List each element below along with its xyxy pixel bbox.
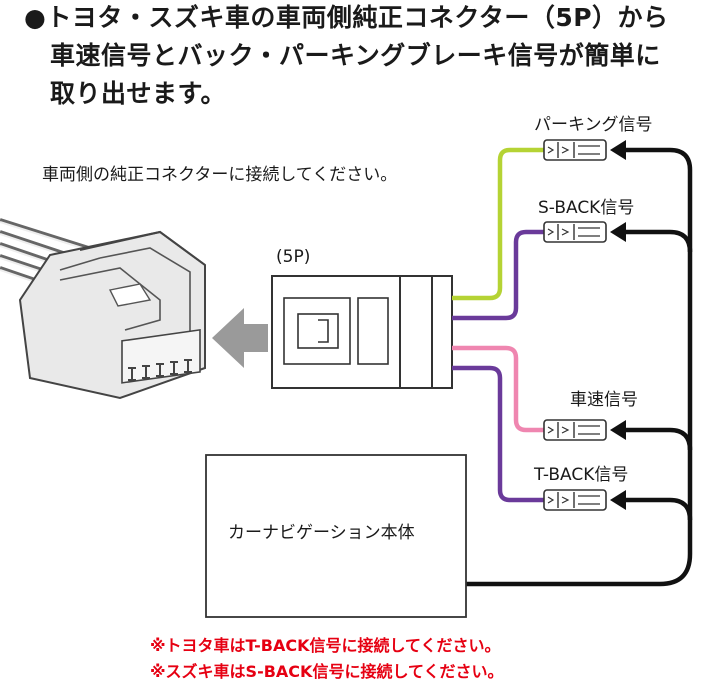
header-line-1: ●トヨタ・スズキ車の車両側純正コネクター（5P）から — [24, 3, 669, 32]
speed-signal-label: 車速信号 — [570, 390, 638, 410]
s-back-signal-label: S-BACK信号 — [538, 198, 635, 218]
terminal-icon — [543, 489, 607, 511]
note-suzuki: ※スズキ車はS-BACK信号に接続してください。 — [150, 662, 504, 681]
navi-unit-box — [205, 454, 467, 618]
parking-signal-label: パーキング信号 — [534, 115, 653, 135]
bullet: ● — [24, 3, 47, 32]
arrow-left-icon — [212, 308, 268, 368]
wire-speed — [452, 345, 544, 433]
terminal-icon — [543, 139, 607, 161]
header-line-3: 取り出せます。 — [50, 79, 227, 108]
navi-return-wires — [465, 147, 693, 587]
arrow-head-icon — [610, 140, 626, 510]
wire-s-back — [452, 229, 544, 321]
header-line-2: 車速信号とバック・パーキングブレーキ信号が簡単に — [50, 41, 661, 70]
terminal-icon — [543, 419, 607, 441]
terminal-icon — [543, 221, 607, 243]
connector-5p-icon — [271, 275, 453, 389]
wire-parking — [452, 147, 544, 301]
t-back-signal-label: T-BACK信号 — [534, 465, 629, 485]
instruction-text: 車両側の純正コネクターに接続してください。 — [42, 165, 398, 185]
vehicle-connector-icon — [0, 218, 206, 400]
navi-unit-label: カーナビゲーション本体 — [228, 523, 415, 543]
connector-5p-label: (5P) — [276, 247, 311, 267]
note-toyota: ※トヨタ車はT-BACK信号に接続してください。 — [150, 636, 501, 655]
wire-t-back — [452, 365, 544, 503]
